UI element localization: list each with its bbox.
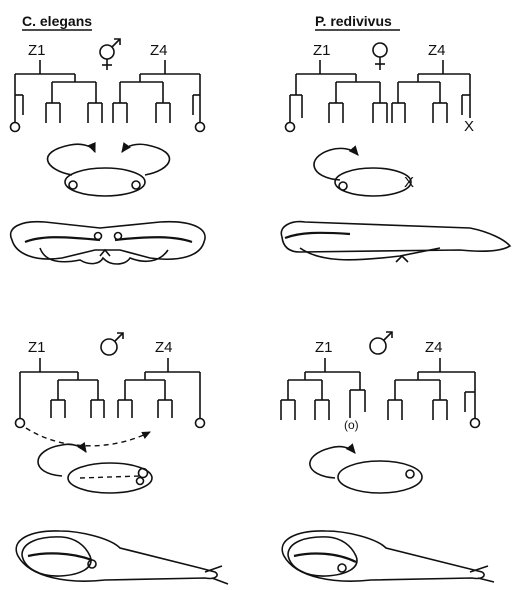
migration-arrow-left [310, 447, 355, 478]
degenerate-cell-x-mark: X [464, 118, 474, 135]
z4-label: Z4 [425, 339, 443, 356]
gonad-primordium-unidirectional: X [314, 148, 414, 196]
z4-label: Z4 [428, 42, 446, 59]
adult-gonad-female [281, 222, 510, 262]
adult-gonad-hermaphrodite [11, 222, 205, 264]
z4-lineage-tree [388, 358, 480, 428]
migration-arrow-left [38, 444, 86, 476]
z4-lineage-tree: X [392, 60, 474, 135]
gonad-primordium [335, 168, 411, 196]
panel-top-left: C. elegans Z1 Z4 [11, 13, 206, 264]
female-symbol-icon [373, 43, 387, 70]
gonad-primordium-male [310, 447, 422, 493]
migration-arrow-left [314, 148, 358, 180]
z1-label: Z1 [28, 42, 46, 59]
z1-label: Z1 [315, 339, 333, 356]
z4-lineage-tree [118, 358, 205, 428]
species-header-p-redivivus: P. redivivus [315, 13, 392, 29]
male-symbol-icon [370, 332, 392, 354]
z4-label: Z4 [155, 339, 173, 356]
migration-arrow-left [48, 144, 95, 175]
z4-label: Z4 [150, 42, 168, 59]
reduced-cell-label: (o) [344, 418, 359, 432]
adult-gonad-male [16, 531, 228, 584]
panel-bottom-left: Z1 Z4 [16, 333, 229, 584]
species-header-c-elegans: C. elegans [22, 13, 92, 29]
z4-lineage-tree [113, 60, 205, 132]
hermaphrodite-symbol-icon [100, 39, 120, 70]
panel-top-right: P. redivivus Z1 Z4 [281, 13, 510, 262]
panel-bottom-right: Z1 Z4 (o) [281, 332, 494, 582]
adult-gonad-male [282, 531, 494, 582]
gonad-primordium [338, 461, 422, 493]
z1-lineage-tree [16, 358, 105, 428]
degenerate-cell-x-mark: X [404, 174, 414, 191]
male-symbol-icon [101, 333, 123, 355]
gonad-primordium-bidirectional [48, 144, 170, 196]
z1-label: Z1 [313, 42, 331, 59]
gonad-primordium-male [38, 444, 152, 493]
z1-lineage-tree [286, 60, 388, 132]
dashed-translocation-arrow [26, 428, 150, 446]
z1-label: Z1 [28, 339, 46, 356]
z1-lineage-tree: (o) [281, 358, 365, 432]
z1-lineage-tree [11, 60, 103, 132]
